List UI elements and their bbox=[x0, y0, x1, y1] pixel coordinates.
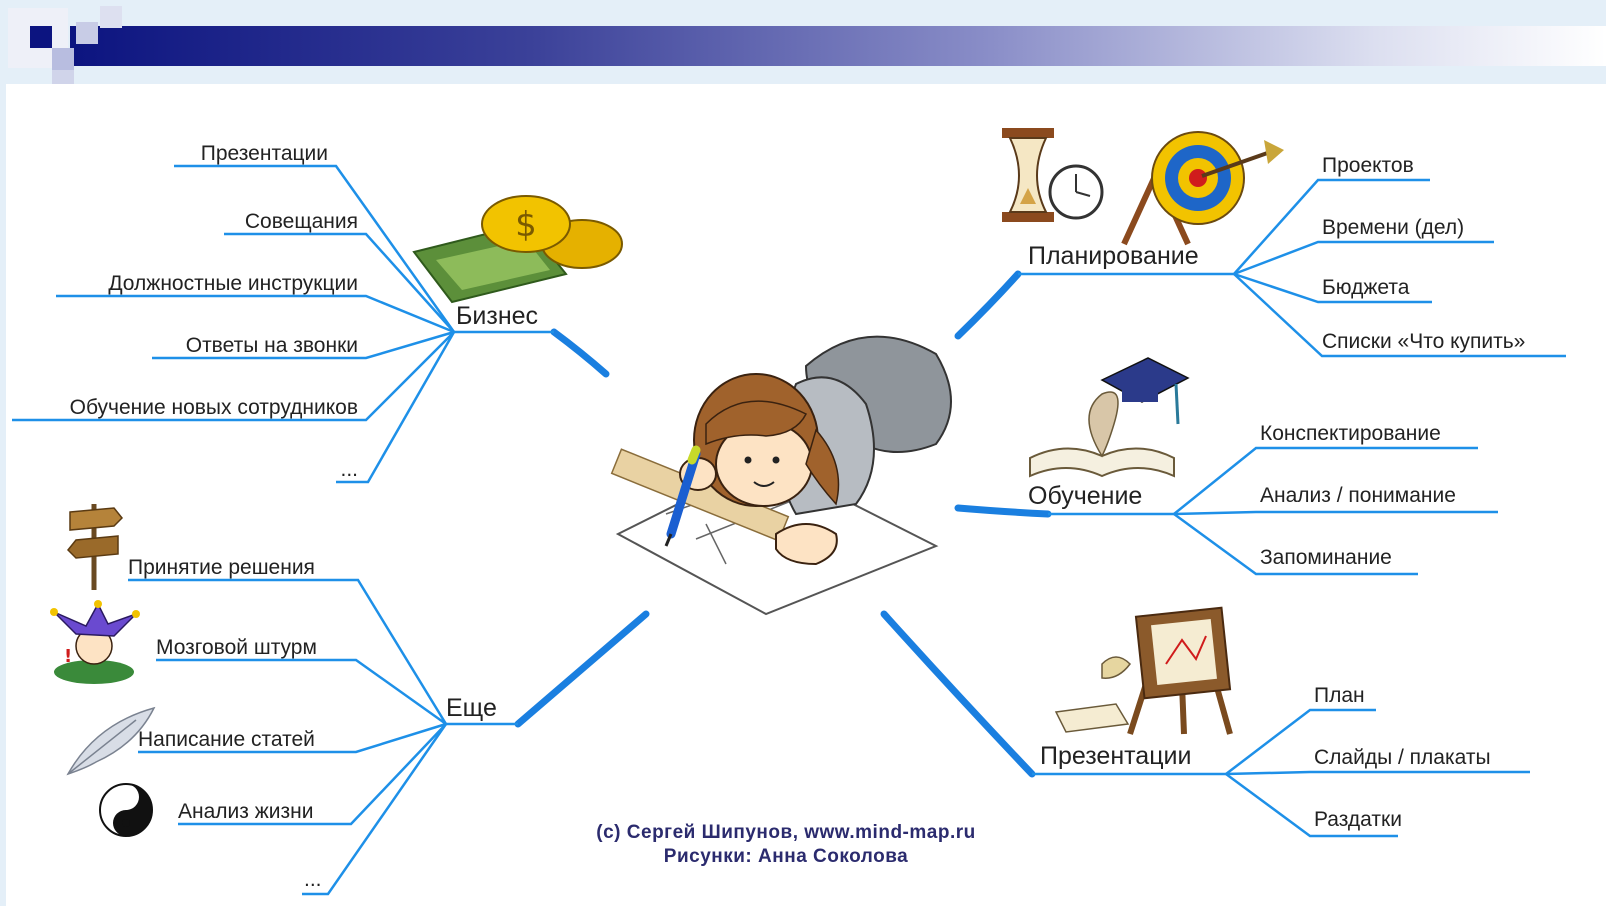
header-square-decoration bbox=[52, 70, 74, 84]
credit-line: Рисунки: Анна Соколова bbox=[663, 846, 909, 867]
coins-and-money-icon: $ bbox=[412, 195, 623, 304]
hub-business-title: Бизнес bbox=[456, 302, 539, 330]
branch-presentations-lines bbox=[1032, 708, 1530, 838]
header-gradient-bar bbox=[70, 26, 1606, 66]
mindmap-diagram: $ bbox=[12, 128, 1566, 896]
credit-line: (c) Сергей Шипунов, www.mind-map.ru bbox=[596, 822, 976, 843]
jester-icon: ! bbox=[50, 600, 140, 684]
business-item: Ответы на звонки bbox=[185, 334, 358, 357]
header-square-decoration bbox=[30, 26, 52, 48]
branch-more-lines bbox=[128, 578, 518, 896]
business-item: Должностные инструкции bbox=[108, 272, 358, 295]
presentations-item: Раздатки bbox=[1314, 808, 1402, 831]
connector-more bbox=[514, 610, 650, 728]
svg-text:$: $ bbox=[515, 205, 537, 245]
education-item: Анализ / понимание bbox=[1260, 484, 1456, 507]
business-item: ... bbox=[340, 458, 358, 481]
signpost-icon bbox=[66, 504, 124, 590]
planning-item: Времени (дел) bbox=[1322, 216, 1465, 239]
presentations-item: План bbox=[1314, 684, 1365, 707]
mindmap-canvas: $ bbox=[6, 84, 1606, 906]
business-item: Презентации bbox=[200, 142, 328, 165]
more-item: Мозговой штурм bbox=[156, 636, 317, 659]
yin-yang-icon bbox=[99, 783, 153, 837]
more-item: Написание статей bbox=[138, 728, 315, 751]
easel-board-icon bbox=[1054, 606, 1233, 735]
feather-icon bbox=[66, 706, 156, 776]
connector-education bbox=[954, 504, 1052, 518]
hub-education-title: Обучение bbox=[1028, 482, 1143, 510]
more-item: Принятие решения bbox=[128, 556, 315, 579]
education-item: Конспектирование bbox=[1260, 422, 1441, 445]
branch-planning-lines bbox=[1018, 178, 1566, 358]
hub-more-title: Еще bbox=[446, 694, 497, 722]
header-square-decoration bbox=[52, 48, 74, 70]
connector-business bbox=[550, 328, 610, 378]
education-item: Запоминание bbox=[1260, 546, 1392, 569]
more-item: Анализ жизни bbox=[178, 800, 314, 823]
girl-drawing-illustration bbox=[610, 335, 952, 616]
planning-item: Списки «Что купить» bbox=[1322, 330, 1526, 353]
hub-presentations-title: Презентации bbox=[1040, 742, 1192, 770]
business-item: Обучение новых сотрудников bbox=[69, 396, 358, 419]
connector-planning bbox=[954, 270, 1022, 340]
header-square-decoration bbox=[76, 22, 98, 44]
business-item: Совещания bbox=[244, 210, 358, 233]
planning-item: Проектов bbox=[1322, 154, 1414, 177]
presentations-item: Слайды / плакаты bbox=[1314, 746, 1491, 769]
branch-business-lines bbox=[12, 164, 554, 484]
planning-item: Бюджета bbox=[1322, 276, 1410, 299]
header-square-decoration bbox=[100, 6, 122, 28]
connector-presentations bbox=[880, 610, 1036, 778]
branch-education-lines bbox=[1048, 446, 1498, 576]
svg-text:!: ! bbox=[64, 646, 72, 667]
book-and-graduation-cap-icon bbox=[1029, 357, 1190, 478]
more-item: ... bbox=[304, 868, 322, 891]
hub-planning-title: Планирование bbox=[1028, 242, 1199, 270]
center-connectors bbox=[514, 270, 1052, 778]
hourglass-stopwatch-and-target-icon bbox=[1002, 128, 1284, 246]
